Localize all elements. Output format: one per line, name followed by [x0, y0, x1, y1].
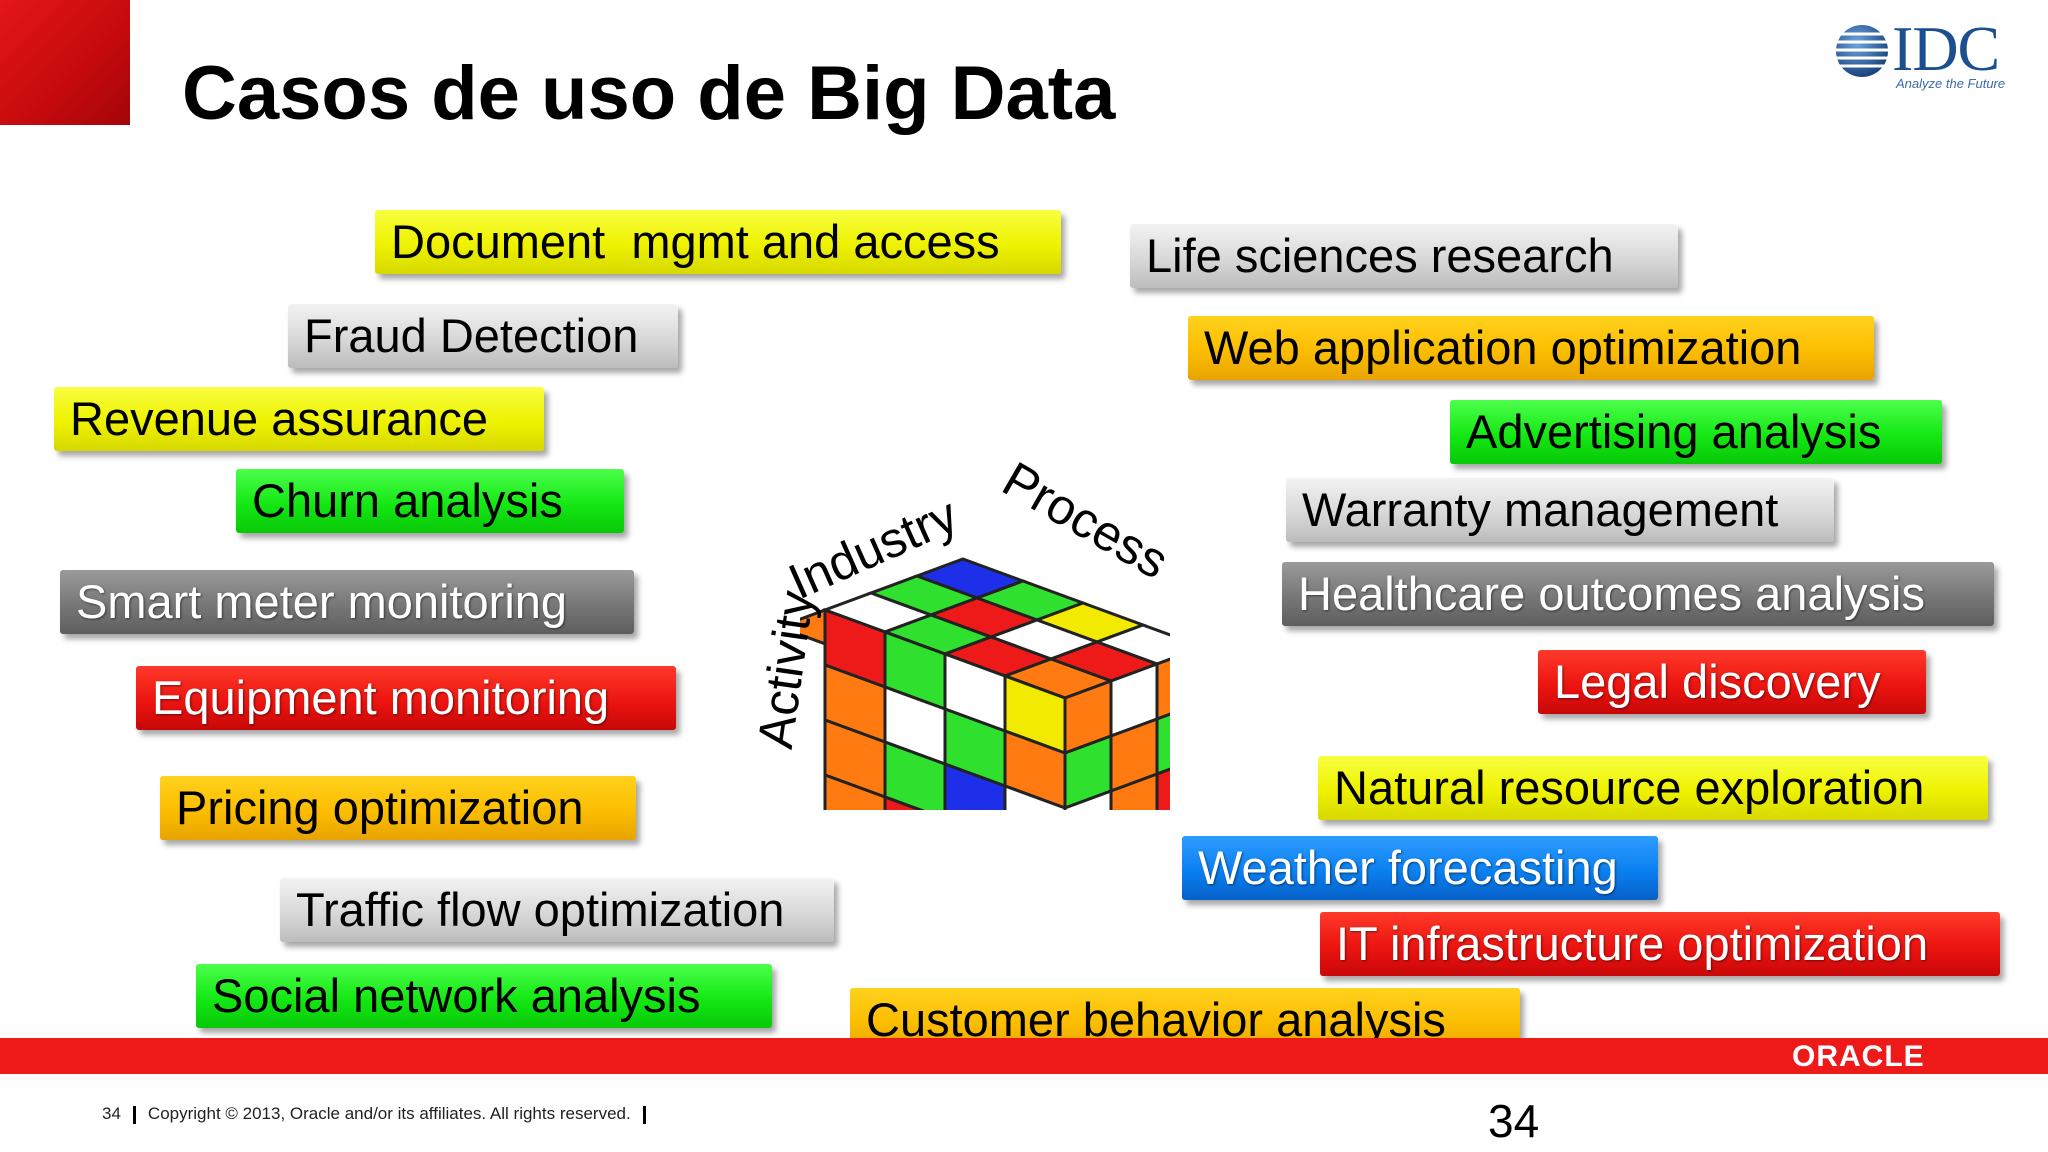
footer-divider [132, 1105, 136, 1124]
tag-it-infrastructure: IT infrastructure optimization [1320, 912, 2000, 976]
cube-sticker [883, 739, 947, 810]
idc-logo: IDC Analyze the Future [1800, 13, 2032, 94]
tag-social-network: Social network analysis [196, 964, 772, 1028]
cube-sticker [823, 772, 887, 810]
globe-icon [1828, 25, 1890, 77]
oracle-logo: ORACLE [1792, 1040, 1925, 1073]
cube-sticker [1003, 783, 1067, 810]
tag-equipment-monitoring: Equipment monitoring [136, 666, 676, 730]
cube-sticker [1155, 712, 1170, 777]
idc-wordmark: IDC [1892, 13, 2000, 84]
slide-footer: 34 Copyright © 2013, Oracle and/or its af… [102, 1104, 658, 1124]
tag-smart-meter: Smart meter monitoring [60, 570, 634, 634]
tag-advertising-analysis: Advertising analysis [1450, 400, 1942, 464]
tag-traffic-flow: Traffic flow optimization [280, 878, 834, 942]
cube-sticker [1155, 657, 1170, 722]
cube-sticker [943, 761, 1007, 810]
tag-weather-forecasting: Weather forecasting [1182, 836, 1658, 900]
footer-copyright: Copyright © 2013, Oracle and/or its affi… [147, 1104, 631, 1123]
idc-tagline: Analyze the Future [1896, 76, 2006, 91]
tag-life-sciences: Life sciences research [1130, 224, 1678, 288]
tag-churn-analysis: Churn analysis [236, 469, 624, 533]
cube-sticker [1063, 788, 1113, 810]
tag-revenue-assurance: Revenue assurance [54, 387, 544, 451]
page-number: 34 [1488, 1095, 1540, 1147]
tag-legal-discovery: Legal discovery [1538, 650, 1926, 714]
cube-sticker [1155, 767, 1170, 810]
tag-healthcare-outcomes: Healthcare outcomes analysis [1282, 562, 1994, 626]
cube-sticker [883, 794, 925, 810]
tag-natural-resource: Natural resource exploration [1318, 756, 1988, 820]
tag-fraud-detection: Fraud Detection [288, 304, 678, 368]
tag-warranty-management: Warranty management [1286, 478, 1834, 542]
cube-sticker [1109, 771, 1159, 810]
tag-document-mgmt: Document mgmt and access [375, 210, 1061, 274]
slide-title: Casos de uso de Big Data [182, 51, 1116, 136]
tag-pricing-optimization: Pricing optimization [160, 776, 636, 840]
footer-page-number: 34 [102, 1104, 121, 1123]
tag-web-app-optimization: Web application optimization [1188, 316, 1874, 380]
rubiks-cube-graphic [800, 557, 1170, 810]
corner-accent [0, 0, 130, 125]
footer-divider [642, 1105, 646, 1124]
bottom-brand-band [0, 1038, 2048, 1074]
